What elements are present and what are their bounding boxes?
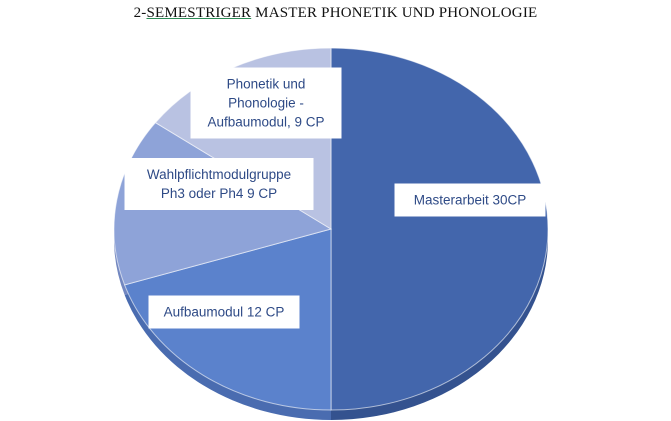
slice-label-text: Aufbaumodul, 9 CP [207,115,324,130]
label-box [148,295,300,329]
slice-label: Masterarbeit 30CP [394,183,546,217]
slice-label: Aufbaumodul 12 CP [148,295,300,329]
chart-title: 2-SEMESTRIGER MASTER PHONETIK UND PHONOL… [0,5,671,22]
label-box [394,183,546,217]
slice-label-text: Aufbaumodul 12 CP [164,305,285,320]
slice-label-text: Phonologie - [228,96,304,111]
slice-label-text: Ph3 oder Ph4 9 CP [161,186,277,201]
pie-slice [330,47,549,411]
slice-label-text: Phonetik und [227,77,306,92]
slice-label-text: Wahlpflichtmodulgruppe [147,167,291,182]
label-box [124,158,314,210]
title-underlined-word: SEMESTRIGER [146,5,252,21]
label-box [190,67,342,139]
slice-labels: Masterarbeit 30CP Aufbaumodul 12 CP Wahlpf… [124,67,546,329]
slice-label-text: Masterarbeit 30CP [414,193,527,208]
title-rest: MASTER PHONETIK UND PHONOLOGIE [251,5,538,21]
title-prefix: 2- [133,5,147,21]
